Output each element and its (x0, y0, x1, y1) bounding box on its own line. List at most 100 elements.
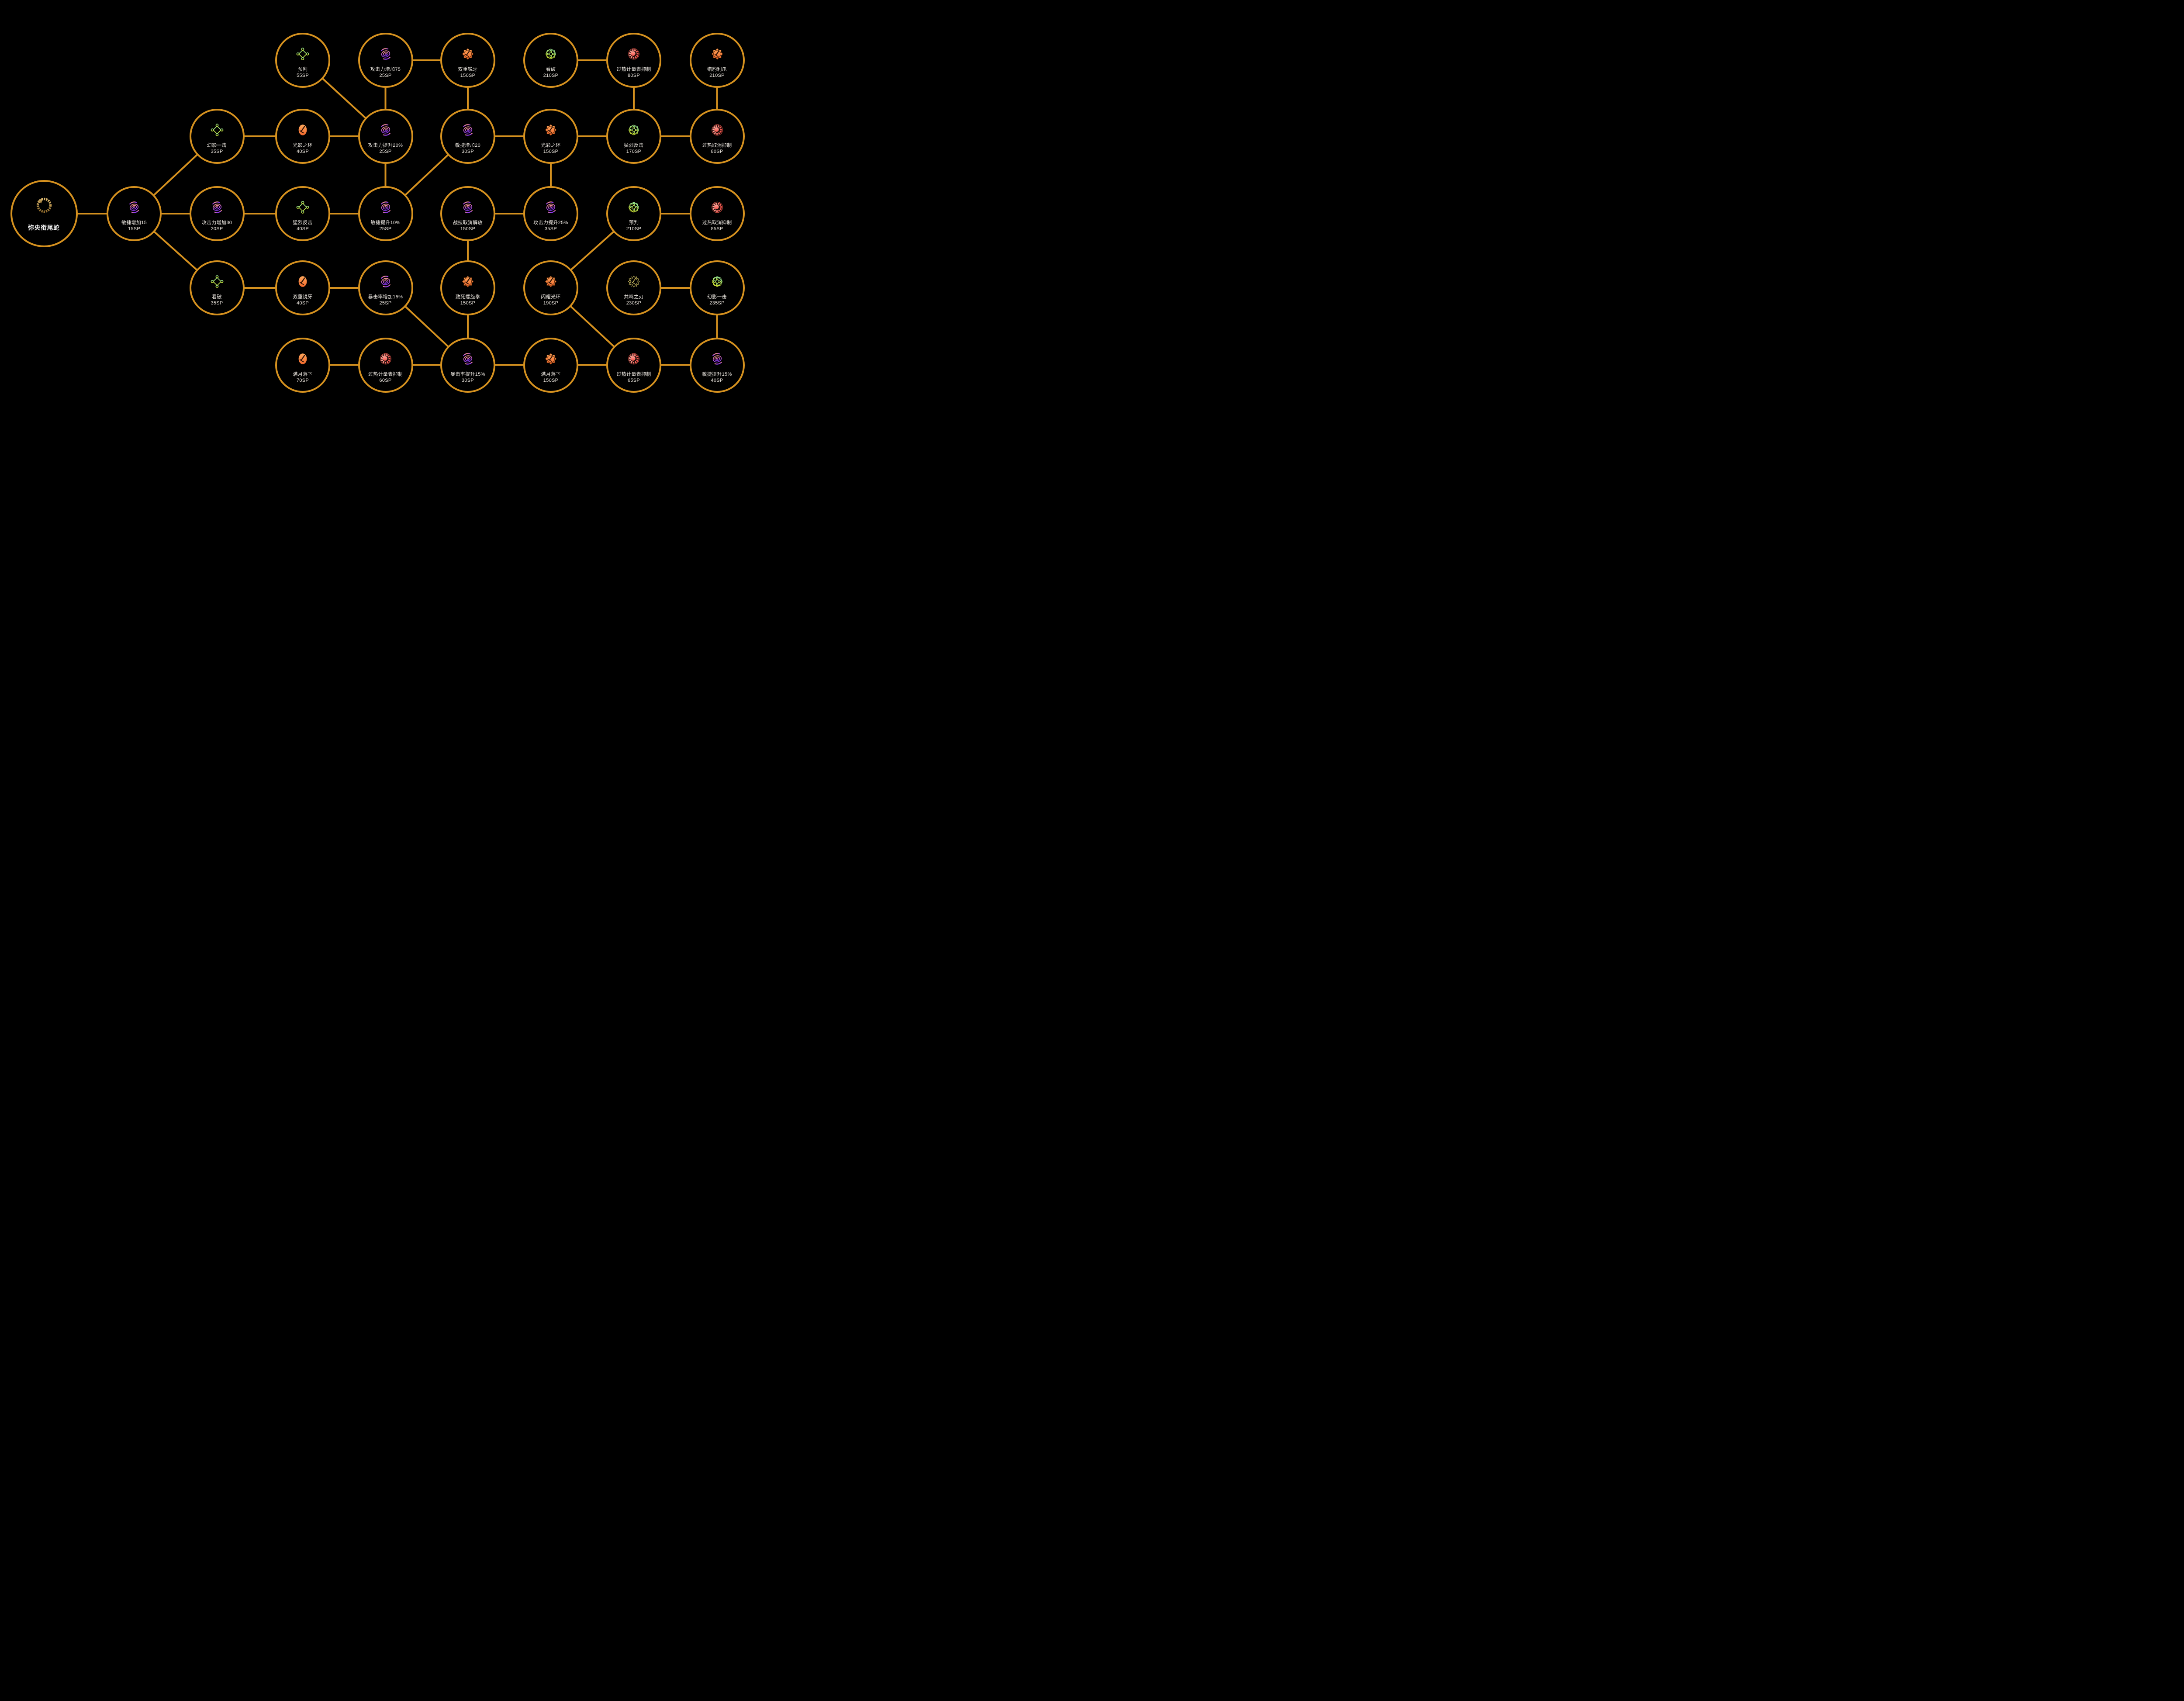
skill-cost-label: 40SP (296, 149, 309, 154)
skill-name-label: 共鸣之刃 (624, 294, 644, 300)
skill-name-label: 敏捷增加15 (121, 220, 147, 225)
skill-node-mj10p[interactable]: 敏捷提升10%25SP (358, 186, 413, 241)
skill-name-label: 过热计量表抑制 (368, 371, 403, 377)
spiral-eye-icon (461, 123, 475, 137)
skill-name-label: 暴击率提升15% (450, 371, 485, 377)
skill-cost-label: 150SP (460, 301, 476, 306)
skill-cost-label: 190SP (543, 301, 559, 306)
skill-node-labels: 暴击率增加15%25SP (360, 294, 411, 306)
skill-cost-label: 15SP (128, 226, 141, 232)
skill-cost-label: 40SP (296, 301, 309, 306)
skill-cost-label: 85SP (711, 226, 723, 232)
skill-node-atk20p[interactable]: 攻击力提升20%25SP (358, 109, 413, 164)
spiral-eye-icon (544, 201, 558, 214)
diamond-net-icon (296, 47, 310, 61)
badge-sword-icon (544, 275, 558, 288)
circle-sword-icon (296, 123, 310, 137)
skill-node-bjls15[interactable]: 暴击率提升15%30SP (440, 337, 495, 393)
skill-cost-label: 25SP (379, 73, 392, 78)
skill-cost-label: 30SP (461, 377, 474, 383)
skill-cost-label: 230SP (626, 301, 642, 306)
skill-cost-label: 25SP (379, 301, 392, 306)
skill-tree-title: 弥央衔尾蛇 (28, 225, 60, 231)
skill-cost-label: 80SP (711, 149, 723, 154)
skill-cost-label: 150SP (543, 149, 559, 154)
skill-name-label: 预判 (629, 220, 639, 225)
skill-node-labels: 敏捷提升10%25SP (360, 220, 411, 232)
skill-name-label: 致死螺旋拳 (455, 294, 480, 300)
skill-cost-label: 20SP (211, 226, 223, 232)
spiral-eye-icon (379, 201, 392, 214)
skill-name-label: 预判 (297, 67, 308, 72)
skill-cost-label: 170SP (626, 149, 642, 154)
skill-name-label: 暴击率增加15% (368, 294, 403, 300)
skill-node-labels: 敏捷提升15%40SP (691, 371, 743, 384)
badge-sword-icon (544, 123, 558, 137)
skill-name-label: 光影之环 (293, 143, 313, 148)
skill-name-label: 攻击力提升20% (368, 143, 403, 148)
skill-cost-label: 65SP (627, 377, 640, 383)
skill-name-label: 猛烈反击 (293, 220, 313, 225)
skill-cost-label: 55SP (296, 73, 309, 78)
spiral-eye-icon (461, 201, 475, 214)
badge-sword-icon (461, 47, 475, 61)
skill-node-labels: 暴击率提升15%30SP (442, 371, 494, 384)
skill-name-label: 过热取消抑制 (702, 220, 732, 225)
skill-node-mjts15[interactable]: 敏捷提升15%40SP (689, 337, 745, 393)
skill-name-label: 光彩之环 (541, 143, 561, 148)
skill-node-bjl15[interactable]: 暴击率增加15%25SP (358, 260, 413, 315)
skill-cost-label: 150SP (460, 73, 476, 78)
skill-name-label: 敏捷增加20 (455, 143, 481, 148)
skill-name-label: 双重锐牙 (458, 67, 478, 72)
skill-name-label: 看破 (546, 67, 556, 72)
ouroboros-icon (34, 195, 55, 216)
skill-cost-label: 150SP (543, 377, 559, 383)
octa-net-icon (627, 123, 641, 137)
octa-net-icon (544, 47, 558, 61)
gauge-icon (379, 352, 392, 366)
skill-node-atk25p[interactable]: 攻击力提升25%35SP (523, 186, 578, 241)
